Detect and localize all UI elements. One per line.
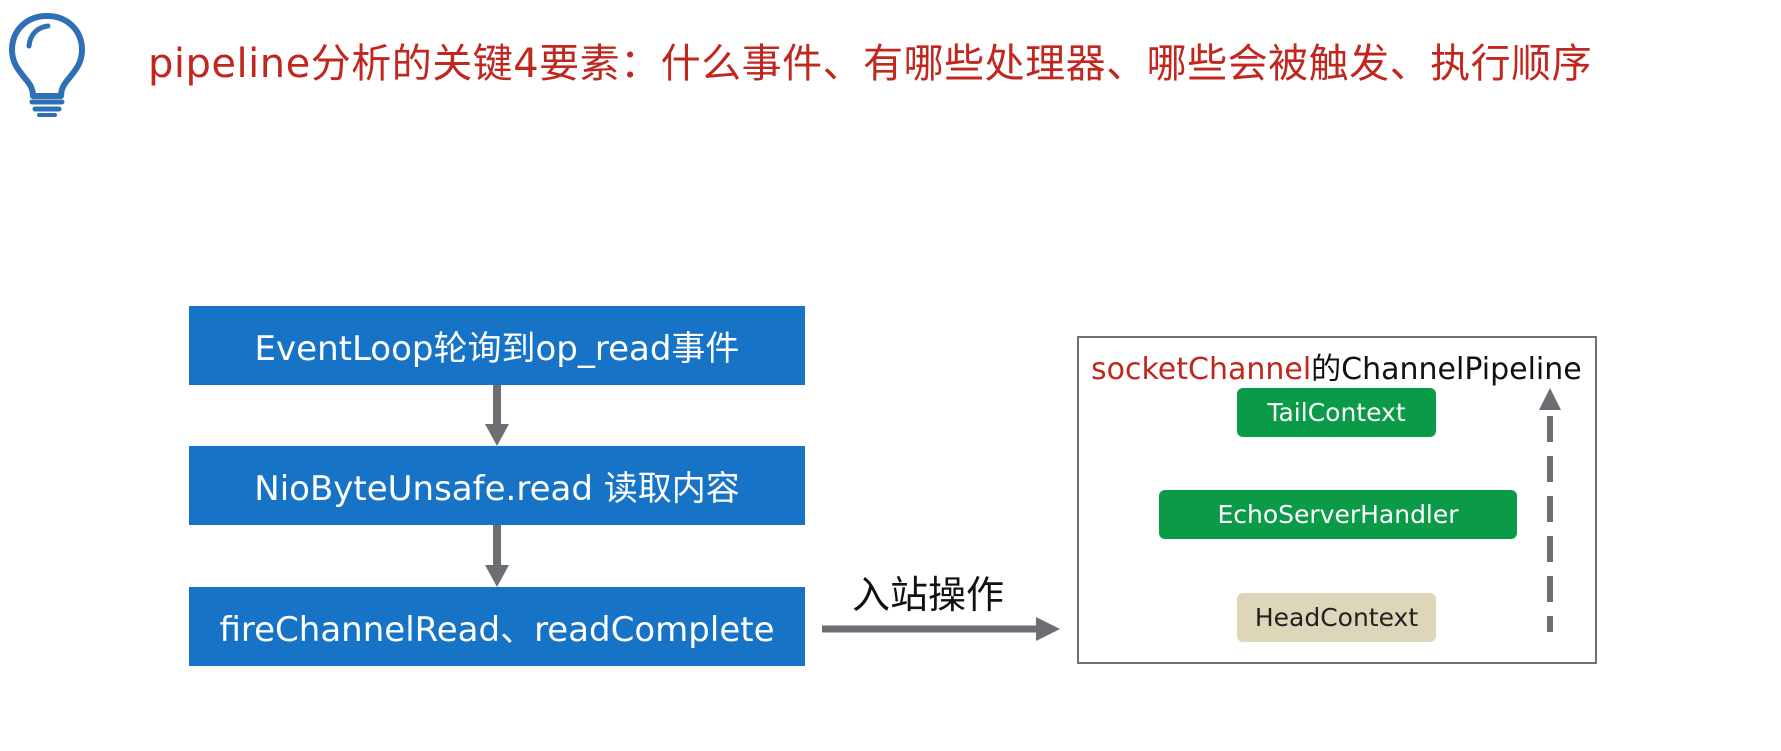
down-arrow-2 [485, 525, 509, 587]
pipeline-title: socketChannel的ChannelPipeline [1091, 344, 1582, 388]
pipeline-title-rest: 的ChannelPipeline [1311, 352, 1582, 387]
head-context-node: HeadContext [1237, 593, 1436, 642]
inbound-arrow [822, 617, 1060, 641]
lightbulb-icon [9, 13, 85, 117]
title-row: pipeline分析的关键4要素：什么事件、有哪些处理器、哪些会被触发、执行顺序 [0, 0, 1781, 130]
page-title: pipeline分析的关键4要素：什么事件、有哪些处理器、哪些会被触发、执行顺序 [148, 41, 1593, 87]
flow-step-eventloop: EventLoop轮询到op_read事件 [189, 306, 805, 385]
upward-dashed-arrow-icon [1539, 388, 1561, 632]
echo-server-handler-node: EchoServerHandler [1159, 490, 1517, 539]
pipeline-title-channel: socketChannel [1091, 352, 1312, 387]
inbound-operation-label: 入站操作 [852, 573, 1005, 617]
flow-step-read: NioByteUnsafe.read 读取内容 [189, 446, 805, 525]
channel-pipeline-frame: socketChannel的ChannelPipeline TailContex… [1077, 336, 1597, 664]
tail-context-node: TailContext [1237, 388, 1436, 437]
down-arrow-1 [485, 385, 509, 446]
flow-step-fire: fireChannelRead、readComplete [189, 587, 805, 666]
